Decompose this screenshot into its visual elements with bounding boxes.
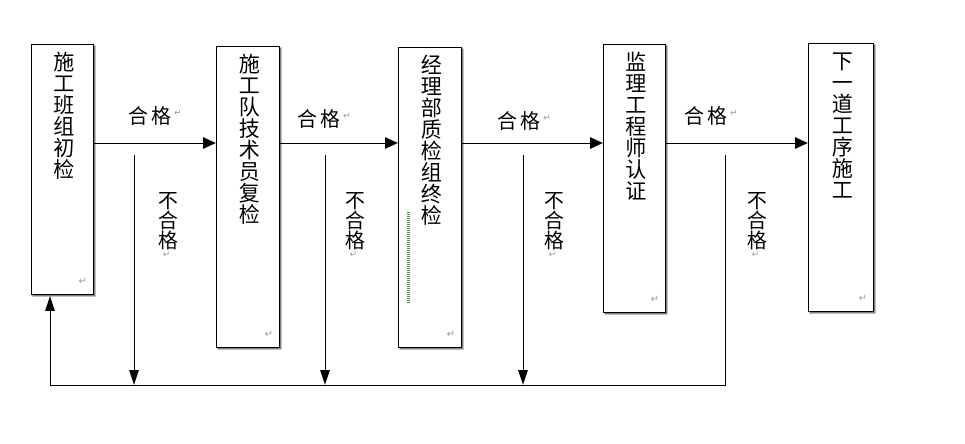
pass-edge-2-line xyxy=(280,143,386,144)
pass-edge-4-arrowhead xyxy=(795,137,808,149)
process-box-4-label: 监理工程师认证 xyxy=(622,51,647,202)
return-bus-line xyxy=(50,385,726,386)
fail-edge-2-label: 不合格↵ xyxy=(339,190,367,260)
pass-edge-2-arrowhead xyxy=(385,137,398,149)
process-box-2[interactable]: 施工队技术员复检 ↵ xyxy=(216,46,280,348)
spellcheck-underline xyxy=(407,211,410,303)
paragraph-mark-icon: ↵ xyxy=(730,108,738,119)
fail-edge-1-text: 不合格 xyxy=(154,190,179,250)
process-box-5[interactable]: 下一道工序施工 ↵ xyxy=(808,43,874,312)
paragraph-mark-icon: ↵ xyxy=(348,250,359,260)
paragraph-mark-icon: ↵ xyxy=(858,293,867,304)
fail-edge-2-line xyxy=(325,155,326,370)
fail-edge-3-line xyxy=(523,155,524,370)
pass-edge-3-arrowhead xyxy=(590,137,603,149)
paragraph-mark-icon: ↵ xyxy=(161,250,172,260)
fail-edge-1-arrowhead xyxy=(128,370,139,385)
pass-edge-4-text: 合格 xyxy=(684,104,730,128)
process-box-2-label: 施工队技术员复检 xyxy=(236,53,261,225)
fail-edge-4-label: 不合格↵ xyxy=(741,190,769,260)
pass-edge-3-line xyxy=(462,143,591,144)
process-box-1[interactable]: 施工班组初检 ↵ xyxy=(31,44,94,295)
pass-edge-4-line xyxy=(666,143,796,144)
pass-edge-1-line xyxy=(94,143,204,144)
pass-edge-1-arrowhead xyxy=(203,137,216,149)
fail-edge-2-arrowhead xyxy=(319,370,330,385)
fail-edge-1-label: 不合格↵ xyxy=(152,190,180,260)
fail-edge-4-text: 不合格 xyxy=(743,190,768,250)
fail-edge-3-label: 不合格↵ xyxy=(538,190,566,260)
return-bus-riser xyxy=(50,310,51,386)
paragraph-mark-icon: ↵ xyxy=(264,329,273,340)
paragraph-mark-icon: ↵ xyxy=(547,250,558,260)
paragraph-mark-icon: ↵ xyxy=(650,294,659,305)
process-box-3[interactable]: 经理部质检组终检 ↵ xyxy=(398,47,462,348)
pass-edge-2-label: 合格↵ xyxy=(297,103,351,132)
pass-edge-4-label: 合格↵ xyxy=(684,100,738,129)
fail-edge-3-arrowhead xyxy=(517,370,528,385)
process-box-5-label: 下一道工序施工 xyxy=(829,50,854,201)
pass-edge-3-text: 合格 xyxy=(497,109,543,133)
pass-edge-2-text: 合格 xyxy=(297,107,343,131)
paragraph-mark-icon: ↵ xyxy=(543,113,551,124)
fail-edge-1-line xyxy=(134,155,135,370)
paragraph-mark-icon: ↵ xyxy=(446,329,455,340)
fail-edge-4-line xyxy=(725,155,726,386)
process-box-3-label: 经理部质检组终检 xyxy=(418,54,443,226)
process-box-1-label: 施工班组初检 xyxy=(50,51,75,180)
pass-edge-1-text: 合格 xyxy=(128,104,174,128)
fail-edge-2-text: 不合格 xyxy=(341,190,366,250)
paragraph-mark-icon: ↵ xyxy=(750,250,761,260)
paragraph-mark-icon: ↵ xyxy=(343,111,351,122)
pass-edge-1-label: 合格↵ xyxy=(128,100,182,129)
paragraph-mark-icon: ↵ xyxy=(174,108,182,119)
paragraph-mark-icon: ↵ xyxy=(78,276,87,287)
fail-edge-3-text: 不合格 xyxy=(540,190,565,250)
pass-edge-3-label: 合格↵ xyxy=(497,105,551,134)
process-box-4[interactable]: 监理工程师认证 ↵ xyxy=(603,44,666,313)
return-bus-arrowhead xyxy=(44,296,55,311)
